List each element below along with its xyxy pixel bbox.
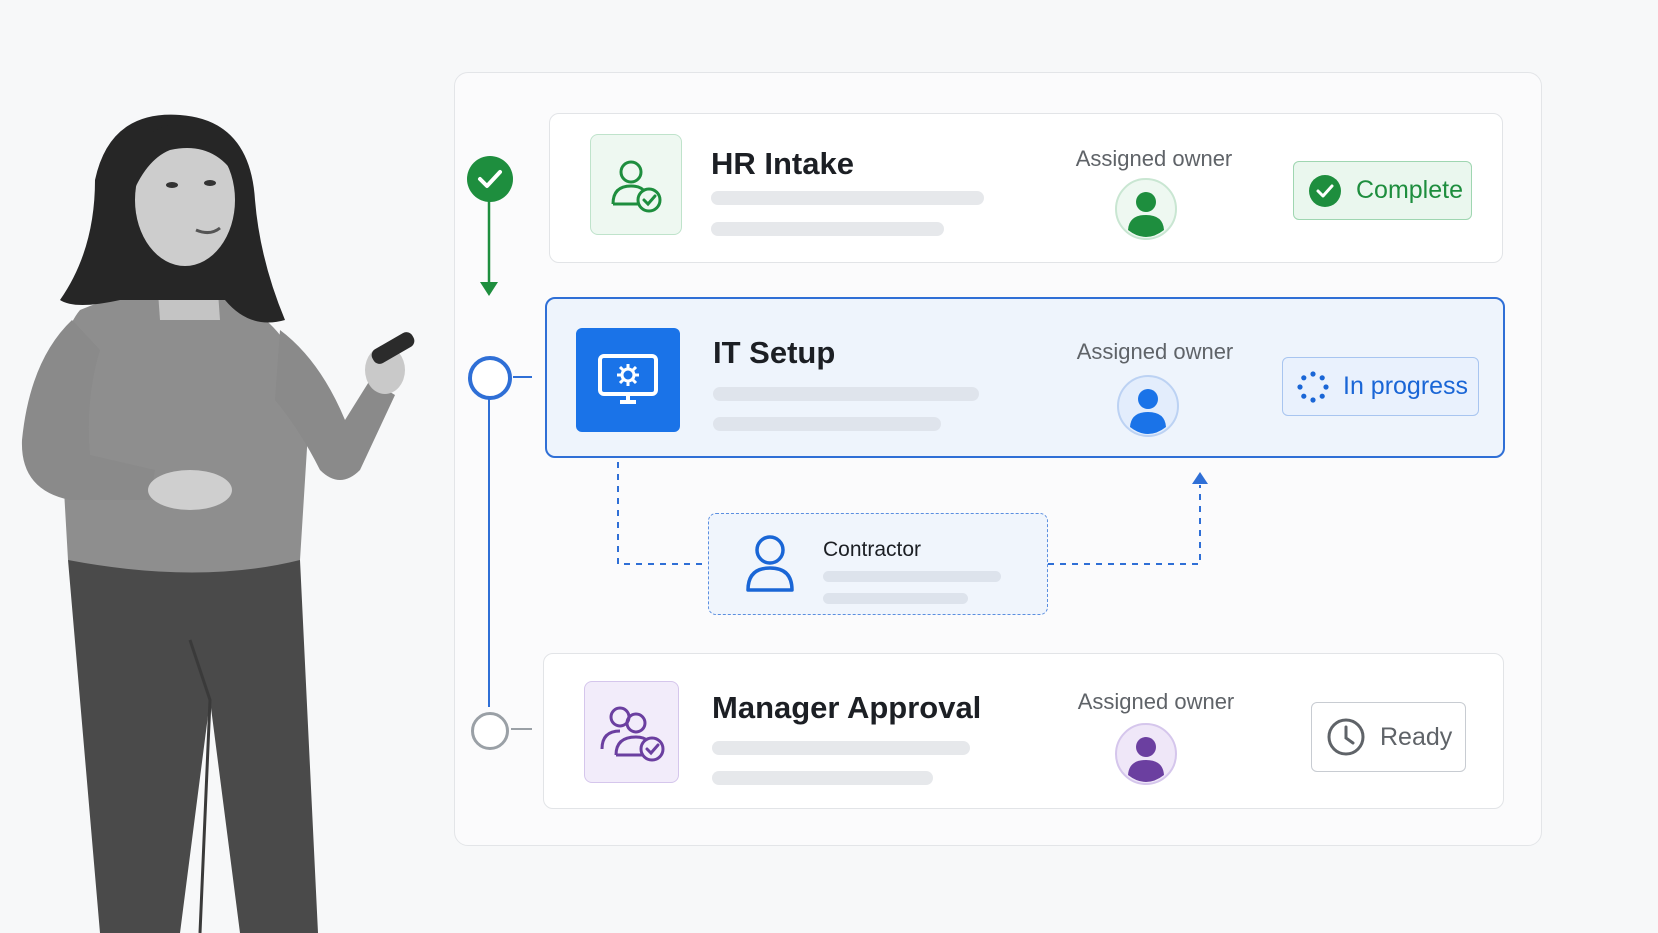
subtask-card-contractor[interactable]: Contractor bbox=[708, 513, 1048, 615]
placeholder-bar bbox=[823, 593, 968, 604]
owner-label: Assigned owner bbox=[1075, 146, 1233, 171]
hr-intake-tile bbox=[590, 134, 682, 235]
step-title: HR Intake bbox=[711, 146, 854, 181]
owner-avatar[interactable] bbox=[1115, 178, 1177, 240]
status-label: In progress bbox=[1343, 372, 1469, 400]
step-active-node-icon bbox=[468, 356, 512, 400]
step-title: Manager Approval bbox=[712, 690, 982, 725]
subtask-title: Contractor bbox=[823, 538, 922, 561]
placeholder-bar bbox=[712, 741, 970, 755]
placeholder-bar bbox=[712, 771, 933, 785]
clock-icon bbox=[1327, 718, 1365, 756]
manager-approval-tile bbox=[584, 681, 679, 783]
user-outline-icon bbox=[746, 535, 794, 592]
status-badge-complete: Complete bbox=[1293, 161, 1472, 220]
status-label: Ready bbox=[1380, 722, 1453, 751]
monitor-gear-icon bbox=[598, 354, 658, 404]
step-complete-node-icon bbox=[467, 156, 513, 202]
placeholder-bar bbox=[713, 387, 979, 401]
placeholder-bar bbox=[823, 571, 1001, 582]
step-card-manager-approval[interactable]: Manager Approval Assigned owner Ready bbox=[543, 653, 1504, 809]
owner-label: Assigned owner bbox=[1076, 339, 1234, 364]
user-check-icon bbox=[611, 160, 662, 212]
placeholder-bar bbox=[711, 222, 944, 236]
status-label: Complete bbox=[1356, 176, 1463, 204]
step-card-it-setup[interactable]: IT Setup Assigned owner In progress bbox=[545, 297, 1505, 458]
status-badge-in-progress: In progress bbox=[1282, 357, 1479, 416]
step-title: IT Setup bbox=[713, 335, 836, 370]
it-setup-tile bbox=[576, 328, 680, 432]
owner-avatar[interactable] bbox=[1117, 375, 1179, 437]
owner-label: Assigned owner bbox=[1077, 689, 1235, 714]
status-badge-ready: Ready bbox=[1311, 702, 1466, 772]
step-card-hr-intake[interactable]: HR Intake Assigned owner Complete bbox=[549, 113, 1503, 263]
placeholder-bar bbox=[711, 191, 984, 205]
placeholder-bar bbox=[713, 417, 941, 431]
step-pending-node-icon bbox=[471, 712, 509, 750]
presenter-photo bbox=[21, 114, 415, 933]
users-check-icon bbox=[600, 706, 664, 762]
owner-avatar[interactable] bbox=[1115, 723, 1177, 785]
check-circle-icon bbox=[1309, 174, 1341, 207]
loading-spinner-icon bbox=[1297, 370, 1329, 403]
